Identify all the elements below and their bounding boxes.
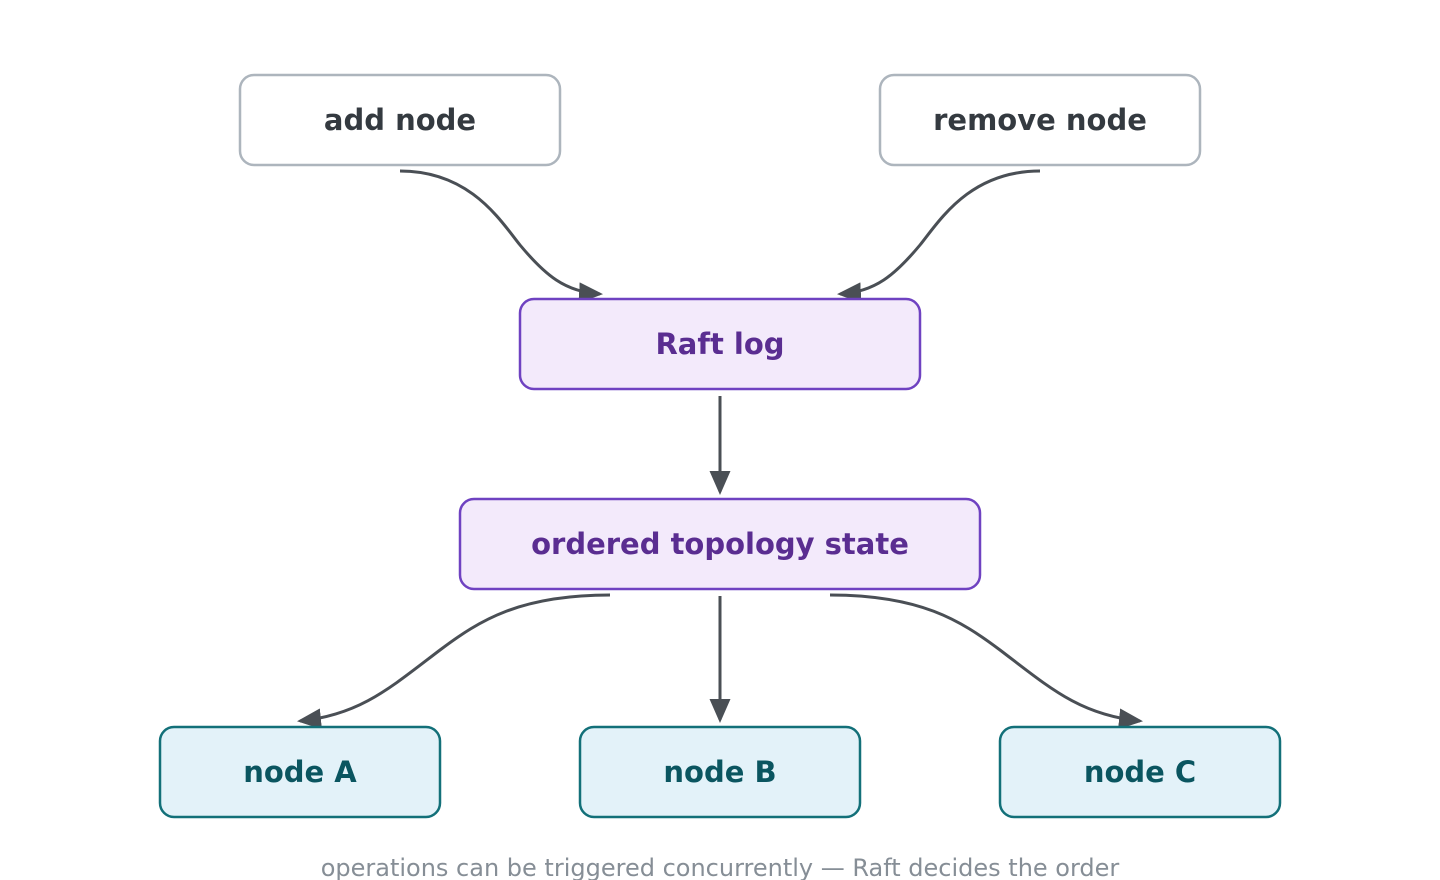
raft-log-label: Raft log: [655, 327, 784, 361]
remove-node-box: remove node: [878, 73, 1202, 167]
topology-state-box: ordered topology state: [458, 497, 982, 591]
node-a-box: node A: [158, 725, 442, 819]
raft-log-box: Raft log: [518, 297, 922, 391]
edge-topology-state-to-node-c: [829, 593, 1143, 730]
node-b-box: node B: [578, 725, 862, 819]
edge-add-node-to-raft-log: [399, 169, 603, 304]
node-c-box: node C: [998, 725, 1282, 819]
diagram-caption: operations can be triggered concurrently…: [321, 854, 1120, 880]
edge-topology-state-to-node-a: [297, 593, 611, 730]
add-node-label: add node: [324, 103, 476, 137]
add-node-box: add node: [238, 73, 562, 167]
node-c-label: node C: [1084, 755, 1196, 789]
node-a-label: node A: [243, 755, 357, 789]
topology-state-label: ordered topology state: [531, 527, 909, 561]
remove-node-label: remove node: [933, 103, 1147, 137]
node-b-label: node B: [663, 755, 776, 789]
edge-remove-node-to-raft-log: [837, 169, 1041, 304]
edges: [297, 169, 1143, 730]
